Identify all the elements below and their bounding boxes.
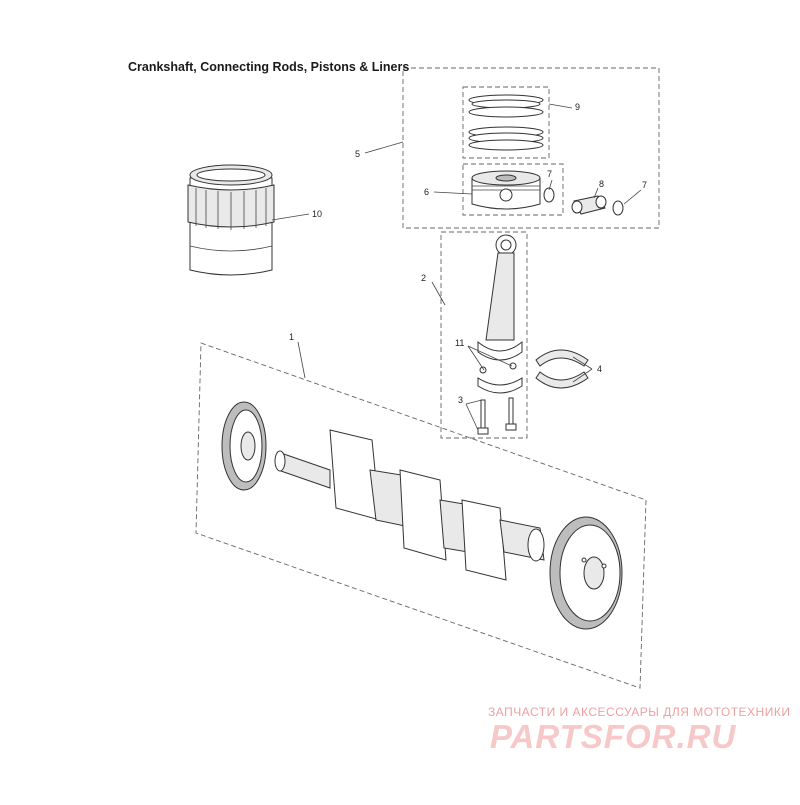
callout-9: 9 xyxy=(575,102,580,112)
circlip xyxy=(543,187,555,203)
callout-3: 3 xyxy=(458,395,463,405)
crankshaft-frame xyxy=(195,342,647,689)
callout-8: 8 xyxy=(599,179,604,189)
piston-rings-frame xyxy=(462,86,550,159)
piston-assembly-frame xyxy=(402,67,660,229)
cylinder-liner xyxy=(187,164,275,276)
connecting-rod-frame xyxy=(440,231,528,439)
crankshaft xyxy=(274,429,545,581)
callout-1: 1 xyxy=(289,332,294,342)
callout-6: 6 xyxy=(424,187,429,197)
piston-frame xyxy=(462,163,564,216)
leader-lines xyxy=(271,103,642,431)
crank-gear-rear xyxy=(221,401,267,491)
watermark-tagline: ЗАПЧАСТИ И АКСЕССУАРЫ ДЛЯ МОТОТЕХНИКИ xyxy=(488,705,791,719)
watermark-logo: PARTSFOR.RU xyxy=(490,718,737,755)
bearing-shells xyxy=(535,349,589,389)
flywheel-ring-gear xyxy=(549,516,623,630)
connecting-rod xyxy=(477,234,523,394)
callout-2: 2 xyxy=(421,273,426,283)
circlip-outer xyxy=(612,200,624,216)
diagram-title: Crankshaft, Connecting Rods, Pistons & L… xyxy=(128,60,410,74)
callout-10: 10 xyxy=(312,209,322,219)
callout-7-outer: 7 xyxy=(642,180,647,190)
piston-rings xyxy=(468,94,544,151)
con-rod-bolts xyxy=(477,397,517,435)
callout-5: 5 xyxy=(355,149,360,159)
callout-4: 4 xyxy=(597,364,602,374)
piston xyxy=(471,170,541,210)
callout-11: 11 xyxy=(455,338,464,348)
callout-7-inner: 7 xyxy=(547,169,552,179)
gudgeon-pin xyxy=(571,195,607,215)
